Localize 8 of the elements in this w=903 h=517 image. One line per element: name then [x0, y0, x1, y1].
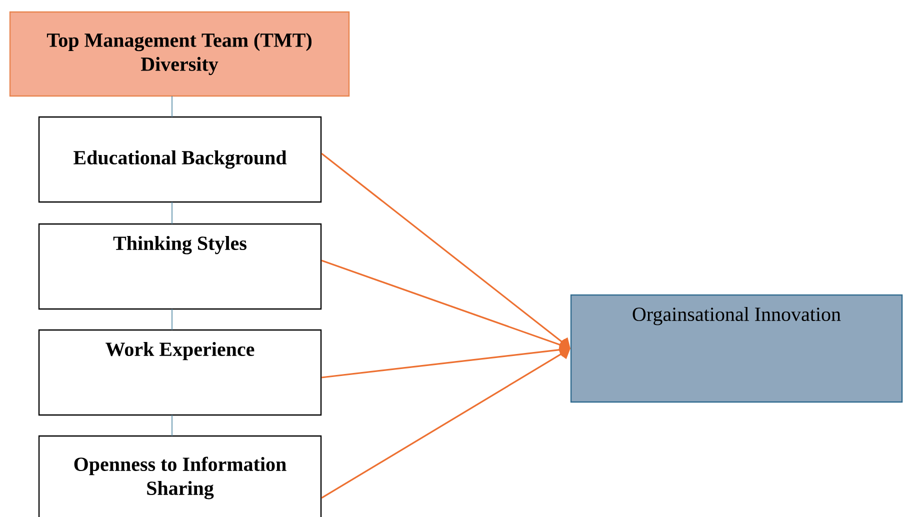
factor-box: Work Experience — [38, 329, 322, 416]
factor-box: Educational Background — [38, 116, 322, 203]
arrow — [321, 347, 570, 499]
arrow — [321, 152, 570, 348]
factor-box: Thinking Styles — [38, 223, 322, 310]
heading-box: Top Management Team (TMT) Diversity — [9, 11, 350, 97]
factor-box: Openness to Information Sharing — [38, 435, 322, 517]
outcome-box: Orgainsational Innovation — [570, 294, 903, 403]
